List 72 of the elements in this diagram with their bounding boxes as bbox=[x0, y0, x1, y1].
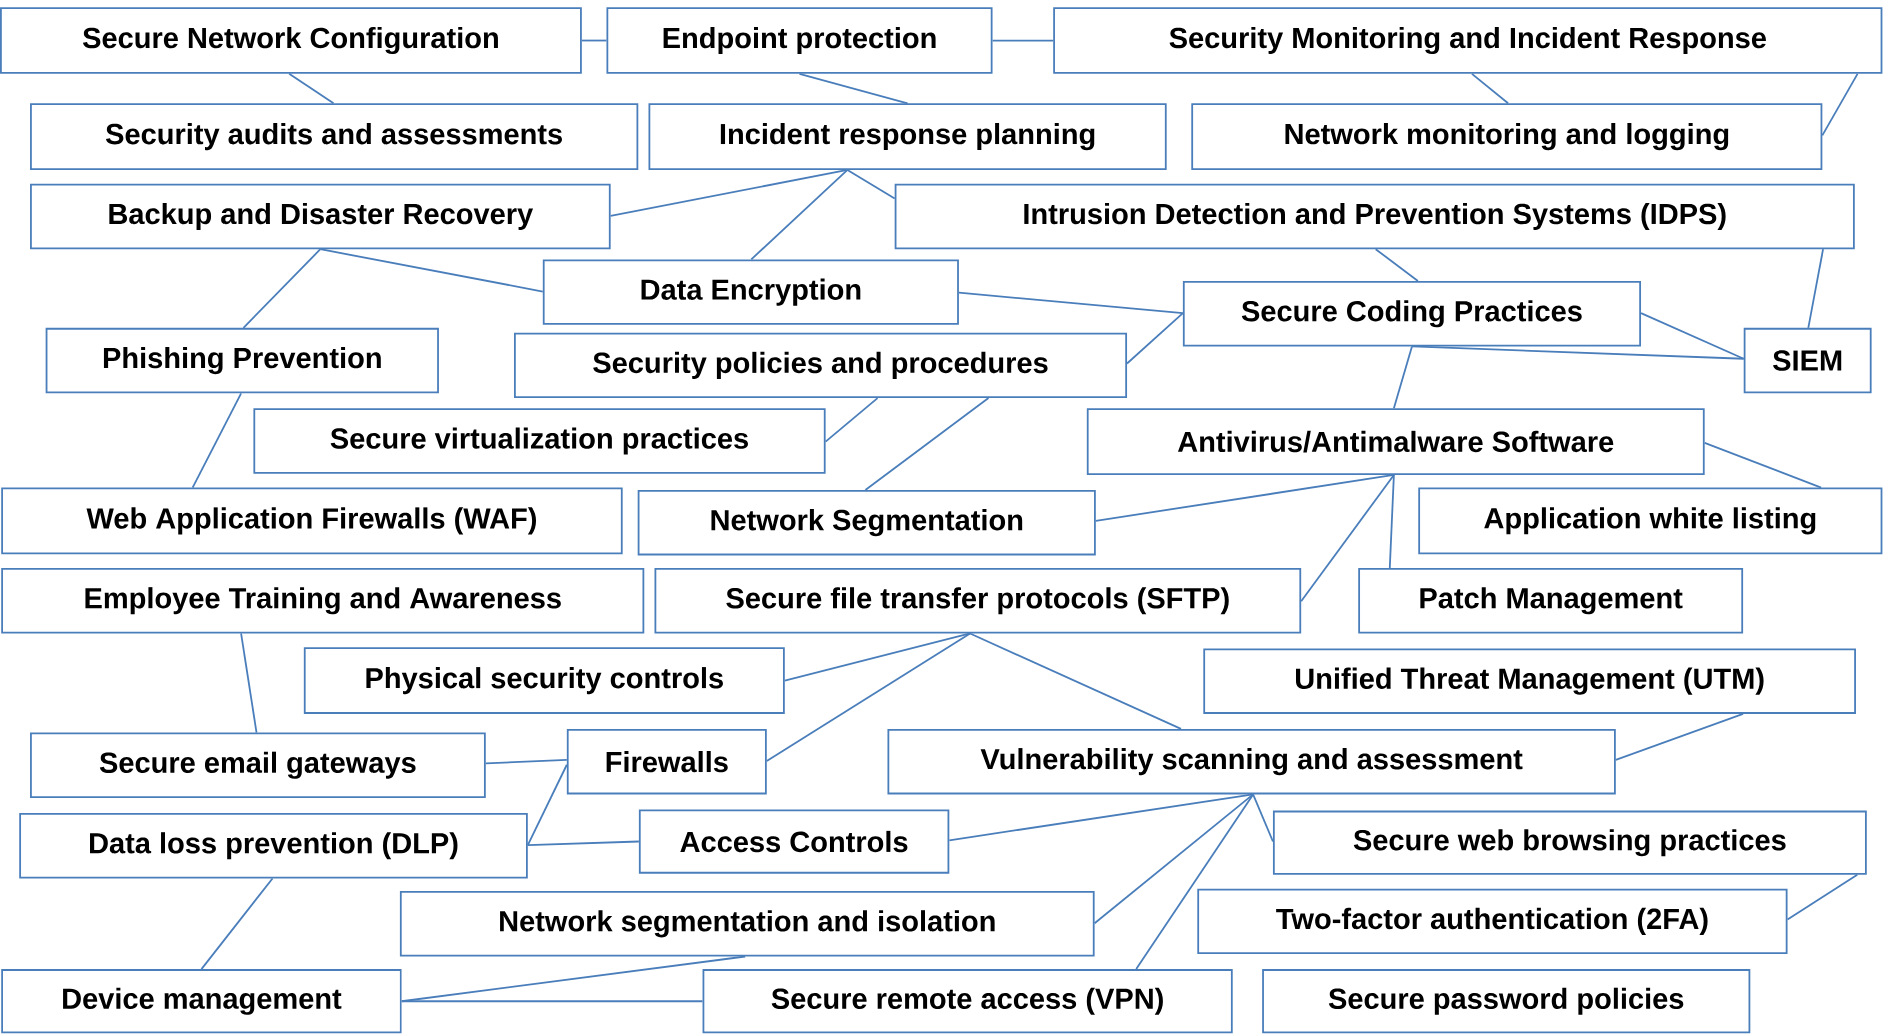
topic-box: Secure Network Configuration bbox=[0, 7, 582, 74]
topic-box: SIEM bbox=[1743, 327, 1872, 394]
topic-box: Endpoint protection bbox=[606, 7, 993, 74]
connector-line bbox=[526, 840, 640, 847]
topic-box: Antivirus/Antimalware Software bbox=[1086, 408, 1705, 475]
connector-line bbox=[1393, 345, 1413, 410]
connector-line bbox=[400, 1000, 704, 1003]
connector-line bbox=[1135, 793, 1254, 971]
connector-line bbox=[1126, 312, 1184, 365]
connector-line bbox=[1374, 248, 1419, 282]
topic-box: Network Segmentation bbox=[637, 490, 1096, 556]
connector-line bbox=[484, 758, 568, 765]
connector-line bbox=[1388, 474, 1395, 569]
connector-line bbox=[1471, 72, 1509, 105]
connector-line bbox=[1252, 793, 1274, 843]
topic-box: Phishing Prevention bbox=[45, 327, 439, 394]
connector-line bbox=[1786, 873, 1859, 921]
connector-line bbox=[864, 397, 990, 491]
connector-line bbox=[1703, 442, 1823, 489]
connector-line bbox=[609, 169, 849, 217]
connector-line bbox=[1640, 312, 1745, 360]
connector-line bbox=[824, 397, 879, 443]
connector-line bbox=[288, 72, 335, 105]
connector-line bbox=[242, 248, 322, 329]
connector-line bbox=[1614, 713, 1744, 761]
connector-line bbox=[1094, 474, 1395, 522]
topic-box: Two-factor authentication (2FA) bbox=[1197, 888, 1788, 955]
connector-line bbox=[1300, 474, 1395, 603]
connector-line bbox=[750, 169, 849, 261]
connector-line bbox=[948, 793, 1254, 842]
connector-line bbox=[319, 248, 544, 293]
connector-line bbox=[846, 169, 896, 200]
topic-box: Security audits and assessments bbox=[30, 103, 639, 170]
topic-box: Physical security controls bbox=[303, 647, 785, 714]
topic-box: Secure remote access (VPN) bbox=[702, 969, 1233, 1034]
topic-box: Data loss prevention (DLP) bbox=[19, 813, 528, 879]
connector-line bbox=[580, 39, 608, 42]
connector-line bbox=[240, 632, 258, 734]
topic-box: Security Monitoring and Incident Response bbox=[1053, 7, 1883, 74]
topic-box: Intrusion Detection and Prevention Systems (IDPS) bbox=[894, 183, 1855, 250]
topic-box: Secure file transfer protocols (SFTP) bbox=[654, 568, 1302, 634]
topic-box: Secure web browsing practices bbox=[1272, 810, 1867, 875]
topic-box: Patch Management bbox=[1358, 568, 1744, 634]
topic-box: Employee Training and Awareness bbox=[1, 568, 645, 634]
topic-box: Device management bbox=[1, 969, 402, 1034]
connector-line bbox=[1093, 793, 1254, 925]
topic-box: Backup and Disaster Recovery bbox=[30, 183, 611, 250]
connector-line bbox=[1807, 248, 1824, 329]
topic-box: Access Controls bbox=[638, 809, 950, 874]
connector-line bbox=[526, 763, 568, 847]
topic-box: Secure virtualization practices bbox=[253, 408, 826, 474]
topic-box: Unified Threat Management (UTM) bbox=[1203, 648, 1856, 714]
connector-line bbox=[1411, 345, 1745, 360]
topic-box: Firewalls bbox=[566, 728, 767, 795]
topic-box: Secure email gateways bbox=[30, 732, 486, 798]
connector-line bbox=[958, 291, 1184, 315]
connector-line bbox=[765, 632, 971, 762]
connector-line bbox=[783, 632, 971, 682]
topic-box: Security policies and procedures bbox=[514, 332, 1128, 399]
topic-box: Incident response planning bbox=[648, 103, 1167, 170]
topic-box: Vulnerability scanning and assessment bbox=[887, 728, 1616, 795]
topic-box: Secure password policies bbox=[1262, 969, 1751, 1034]
topic-box: Web Application Firewalls (WAF) bbox=[1, 487, 623, 555]
topic-box: Network monitoring and logging bbox=[1191, 103, 1823, 170]
topic-box: Network segmentation and isolation bbox=[399, 891, 1095, 957]
connector-line bbox=[1821, 72, 1859, 137]
connector-line bbox=[200, 877, 274, 971]
topic-box: Data Encryption bbox=[542, 259, 959, 325]
connector-line bbox=[991, 39, 1055, 42]
connector-line bbox=[969, 632, 1182, 730]
topic-box: Secure Coding Practices bbox=[1182, 281, 1641, 347]
topic-box: Application white listing bbox=[1418, 487, 1883, 555]
